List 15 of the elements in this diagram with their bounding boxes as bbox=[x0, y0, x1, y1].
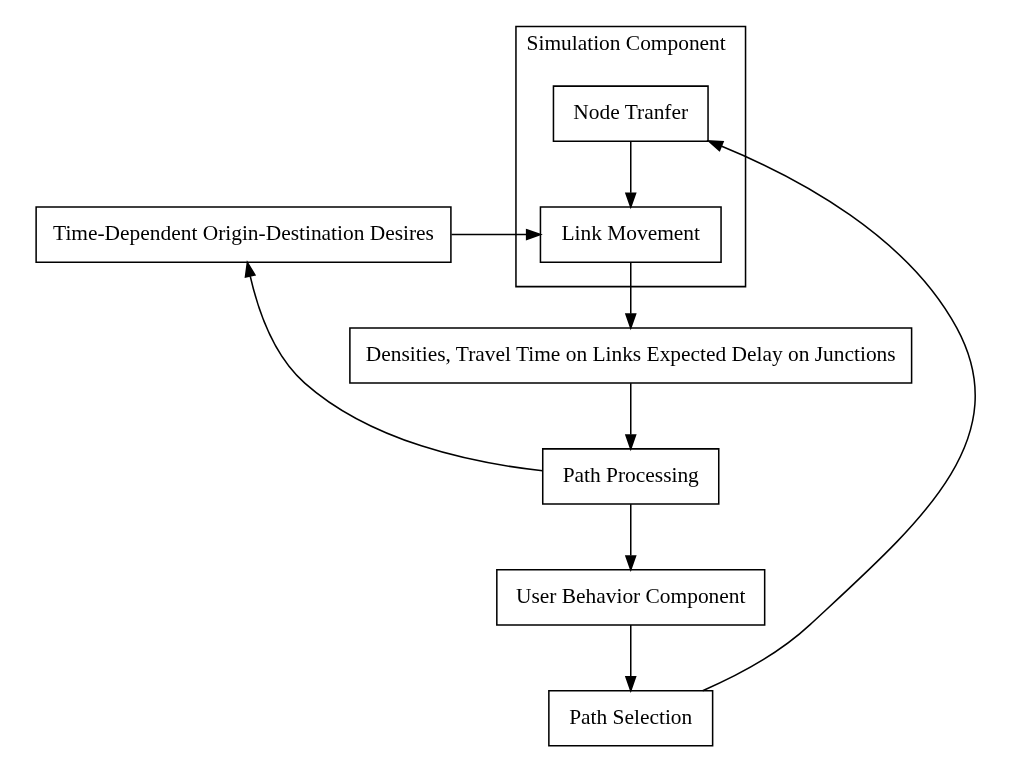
arrow bbox=[624, 624, 637, 693]
arrow bbox=[701, 140, 976, 692]
node-box: Time-Dependent Origin-Destination Desires bbox=[35, 206, 452, 263]
node-box: Densities, Travel Time on Links Expected Delay on Junctions bbox=[349, 327, 913, 384]
arrow bbox=[244, 260, 544, 472]
node-box: User Behavior Component bbox=[496, 569, 766, 626]
node-box: Path Selection bbox=[548, 689, 714, 747]
node-box: Node Tranfer bbox=[552, 85, 709, 142]
arrow bbox=[624, 503, 637, 573]
node-box: Path Processing bbox=[541, 448, 720, 505]
arrow bbox=[450, 228, 543, 241]
arrow bbox=[624, 140, 637, 210]
arrow bbox=[624, 382, 637, 452]
arrow bbox=[624, 261, 637, 331]
node-box: Link Movement bbox=[539, 206, 722, 263]
